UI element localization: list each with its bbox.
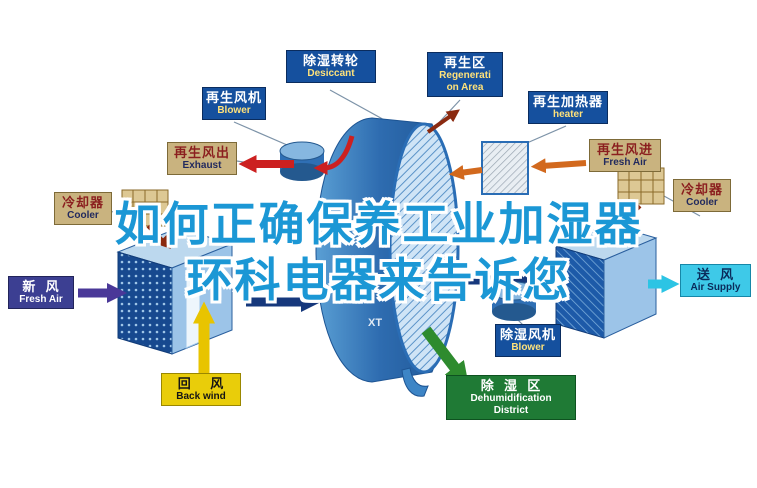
label-exhaust-en: Exhaust: [182, 160, 222, 172]
label-cooler-right-en: Cooler: [686, 197, 718, 209]
label-air-supply-zh: 送 风: [696, 267, 735, 282]
label-regeneration-area: 再生区 Regenerati on Area: [427, 52, 503, 97]
label-dehumid-district-zh: 除 湿 区: [480, 378, 542, 393]
label-regen-fresh-air: 再生风进 Fresh Air: [589, 139, 661, 173]
label-regen-fresh-air-en: Fresh Air: [603, 157, 647, 169]
label-cooler-left-en: Cooler: [67, 210, 99, 222]
label-regeneration-area-zh: 再生区: [443, 55, 486, 70]
label-fresh-air: 新 风 Fresh Air: [8, 276, 74, 310]
regen-inlet-arrow: [530, 158, 587, 174]
label-back-wind-zh: 回 风: [177, 376, 225, 391]
label-dehumid-blower-en: Blower: [511, 342, 545, 354]
label-desiccant-zh: 除湿转轮: [302, 53, 359, 68]
label-dehumid-district-en2: District: [493, 405, 529, 417]
wheel-watermark: XT: [368, 317, 382, 329]
dehumidification-fan: [491, 281, 537, 321]
heater-unit: [481, 141, 529, 195]
heater-to-wheel-arrow: [448, 165, 483, 180]
label-air-supply: 送 风 Air Supply: [680, 264, 751, 298]
label-fresh-air-zh: 新 风: [22, 279, 60, 294]
label-desiccant-en: Desiccant: [307, 68, 355, 80]
cooler-unit-left: [121, 189, 169, 227]
headline-overlay: 如何正确保养工业加湿器 环科电器来告诉您: [0, 196, 757, 308]
label-back-wind-en: Back wind: [176, 391, 226, 403]
label-regen-blower-zh: 再生风机: [206, 90, 263, 105]
label-fresh-air-en: Fresh Air: [19, 294, 63, 306]
headline-line2: 环科电器来告诉您: [186, 254, 571, 307]
desiccant-wheel: XT: [315, 117, 460, 397]
label-dehumid-district: 除 湿 区 Dehumidification District: [446, 375, 576, 420]
right-air-handler-box: [554, 223, 658, 339]
label-cooler-left-zh: 冷却器: [61, 195, 104, 210]
label-regeneration-area-en1: Regenerati: [439, 70, 491, 82]
dehumid-zone-arrow: [421, 326, 469, 387]
label-regen-blower: 再生风机 Blower: [202, 87, 266, 121]
label-exhaust: 再生风出 Exhaust: [167, 142, 237, 176]
label-cooler-right: 冷却器 Cooler: [673, 179, 731, 213]
label-regen-blower-en: Blower: [217, 105, 251, 117]
wheel-bracket: [401, 367, 429, 397]
cooler-unit-right: [617, 167, 665, 205]
label-back-wind: 回 风 Back wind: [161, 373, 241, 407]
label-regen-heater: 再生加热器 heater: [528, 91, 608, 125]
headline-line1: 如何正确保养工业加湿器: [114, 198, 643, 250]
label-regeneration-area-en2: on Area: [446, 82, 484, 94]
label-dehumid-blower-zh: 除湿风机: [499, 327, 556, 342]
label-cooler-right-zh: 冷却器: [680, 182, 723, 197]
rotor-face: [388, 122, 460, 374]
airflow-arrows: [78, 109, 680, 387]
label-cooler-left: 冷却器 Cooler: [54, 192, 112, 226]
cooler-left-arrow: [146, 224, 171, 249]
label-exhaust-zh: 再生风出: [173, 145, 230, 160]
label-desiccant: 除湿转轮 Desiccant: [286, 50, 376, 84]
label-air-supply-en: Air Supply: [690, 282, 741, 294]
label-regen-heater-en: heater: [552, 109, 583, 121]
regen-loop-arrow: [313, 135, 355, 175]
label-dehumid-district-en1: Dehumidification: [470, 393, 552, 405]
label-dehumid-blower: 除湿风机 Blower: [495, 324, 561, 358]
cooler-right-arrow: [615, 204, 642, 231]
regen-area-arrow: [426, 109, 460, 134]
label-regen-fresh-air-zh: 再生风进: [596, 142, 653, 157]
dehumid-fan-arrow: [534, 286, 563, 303]
label-regen-heater-zh: 再生加热器: [532, 94, 603, 109]
